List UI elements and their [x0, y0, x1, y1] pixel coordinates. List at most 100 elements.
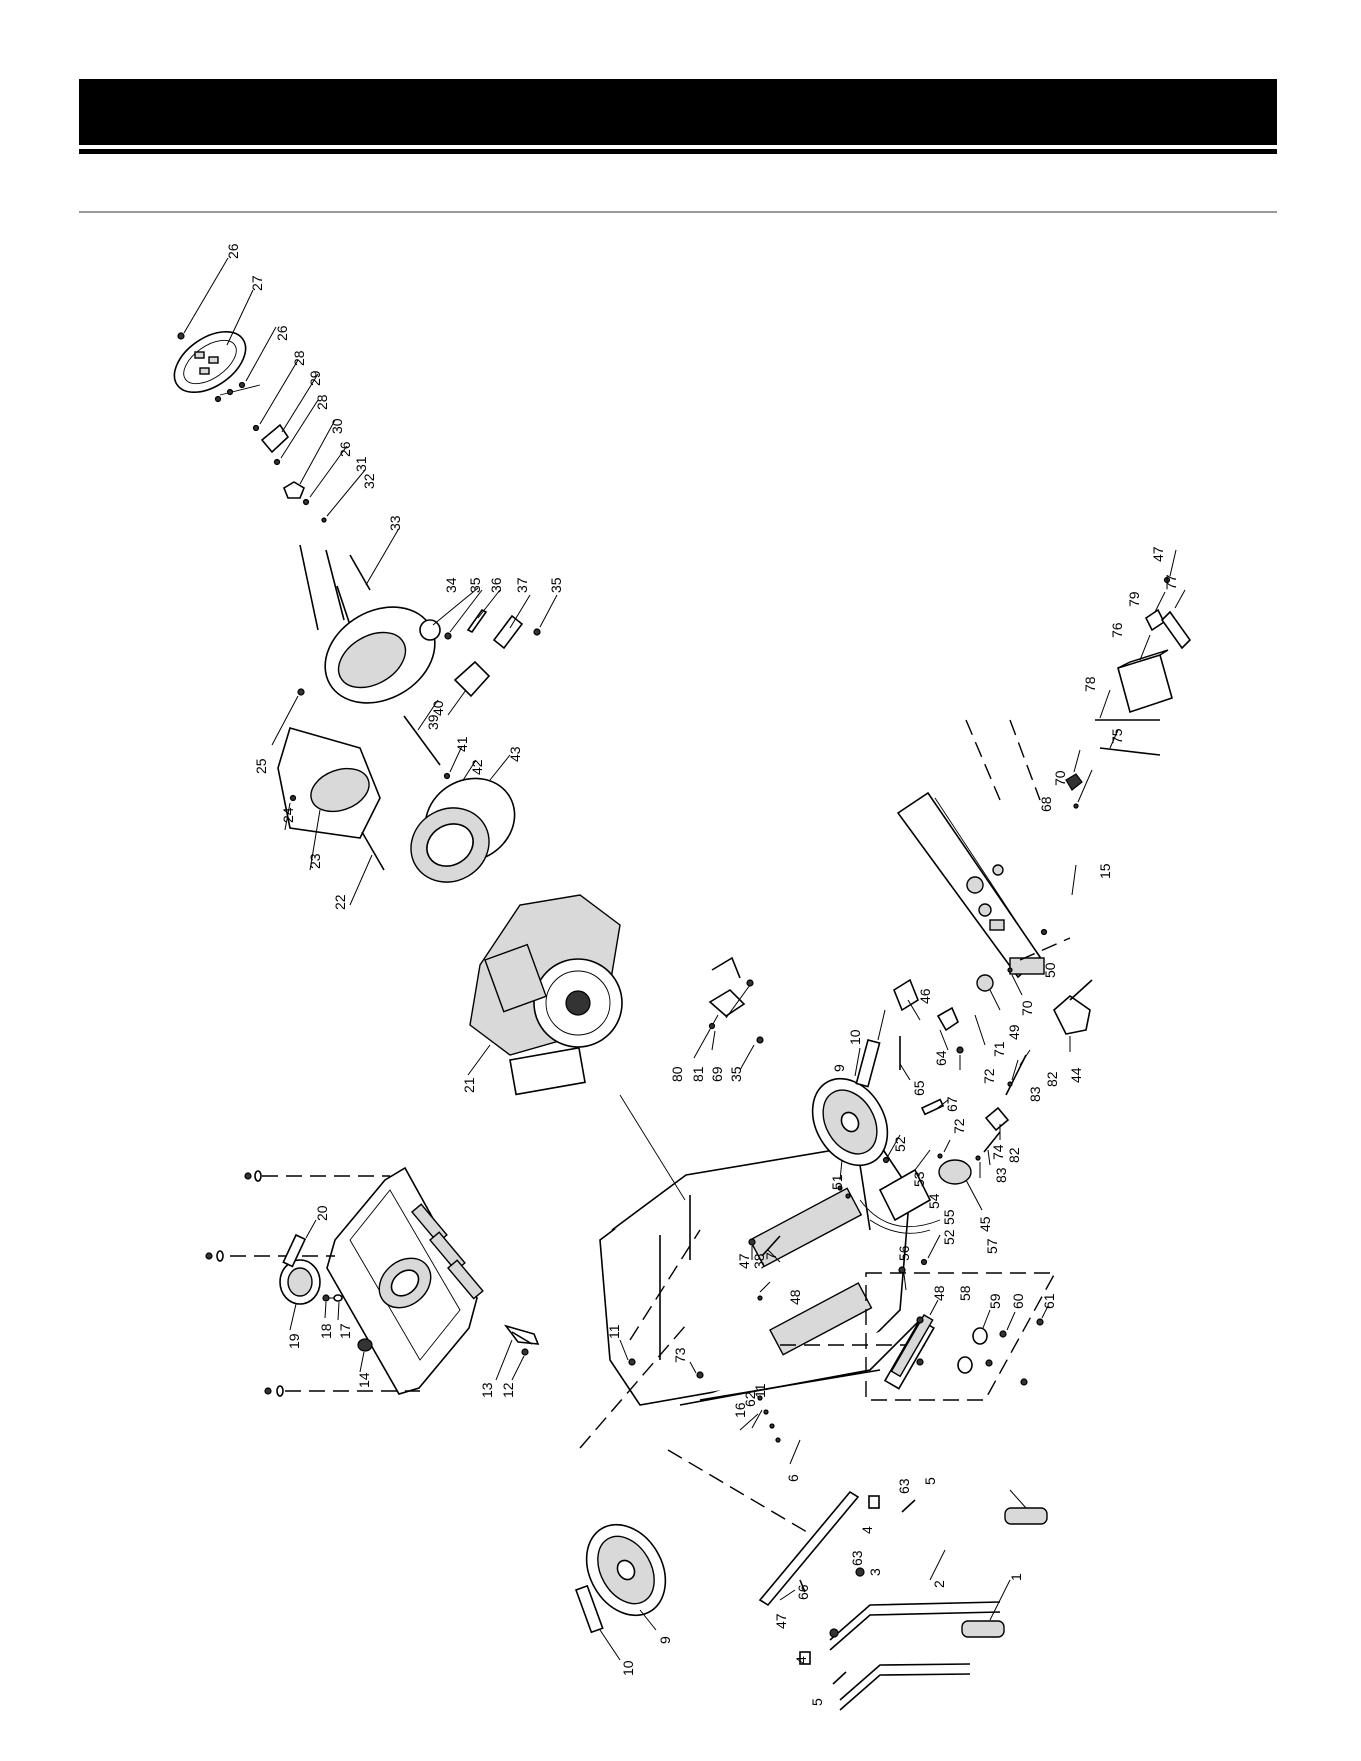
label-45: 45	[977, 1216, 993, 1232]
label-15: 15	[1097, 863, 1113, 879]
label-44: 44	[1068, 1067, 1084, 1083]
label-48b: 48	[787, 1289, 803, 1305]
label-1: 1	[1008, 1573, 1024, 1581]
label-66: 66	[795, 1584, 811, 1600]
label-26b: 26	[274, 325, 290, 341]
label-37: 37	[514, 577, 530, 593]
label-10a: 10	[847, 1029, 863, 1045]
label-5b: 5	[809, 1698, 825, 1706]
frame	[600, 1143, 925, 1464]
label-76: 76	[1109, 622, 1125, 638]
label-36: 36	[488, 577, 504, 593]
label-42: 42	[469, 759, 485, 775]
label-47a: 47	[1150, 546, 1166, 562]
label-69: 69	[709, 1066, 725, 1082]
label-52a: 52	[892, 1136, 908, 1152]
label-10b: 10	[620, 1660, 636, 1676]
label-48a: 48	[931, 1285, 947, 1301]
label-70a: 70	[1052, 770, 1068, 786]
label-81: 81	[690, 1066, 706, 1082]
label-51: 51	[829, 1174, 845, 1190]
label-40: 40	[430, 700, 446, 716]
label-82b: 82	[1006, 1147, 1022, 1163]
label-77: 77	[1163, 574, 1179, 590]
label-19: 19	[286, 1333, 302, 1349]
engine	[468, 895, 622, 1094]
label-52b: 52	[941, 1229, 957, 1245]
label-28b: 28	[314, 394, 330, 410]
label-26a: 26	[225, 243, 241, 259]
label-28a: 28	[291, 350, 307, 366]
label-41: 41	[454, 736, 470, 752]
label-54: 54	[926, 1193, 942, 1209]
label-9b: 9	[657, 1636, 673, 1644]
label-32: 32	[361, 473, 377, 489]
label-12: 12	[500, 1382, 516, 1398]
label-72b: 72	[951, 1118, 967, 1134]
label-25: 25	[253, 758, 269, 774]
control-panel	[898, 720, 1076, 977]
label-26c: 26	[337, 441, 353, 457]
label-31: 31	[353, 456, 369, 472]
label-11a: 11	[606, 1324, 622, 1339]
label-57: 57	[984, 1238, 1000, 1254]
label-3: 3	[867, 1568, 883, 1576]
label-72a: 72	[981, 1068, 997, 1084]
label-13: 13	[479, 1382, 495, 1398]
drawing	[163, 258, 1190, 1710]
label-17: 17	[337, 1323, 353, 1339]
label-11b: 11	[752, 1383, 768, 1398]
label-4a: 4	[859, 1526, 875, 1534]
label-35c: 35	[728, 1066, 744, 1082]
label-64: 64	[933, 1050, 949, 1066]
label-27: 27	[249, 275, 265, 291]
label-47b: 47	[736, 1253, 752, 1269]
label-49: 49	[1006, 1024, 1022, 1040]
label-34: 34	[443, 577, 459, 593]
label-73: 73	[672, 1347, 688, 1363]
label-68: 68	[1038, 796, 1054, 812]
label-4b: 4	[793, 1656, 809, 1664]
label-78: 78	[1082, 676, 1098, 692]
label-7: 7	[763, 1252, 779, 1260]
label-74: 74	[990, 1144, 1006, 1160]
label-61: 61	[1041, 1293, 1057, 1309]
label-82a: 82	[1044, 1071, 1060, 1087]
label-80: 80	[669, 1066, 685, 1082]
label-71: 71	[991, 1041, 1007, 1057]
label-9a: 9	[831, 1064, 847, 1072]
label-5a: 5	[922, 1477, 938, 1485]
label-83b: 83	[993, 1167, 1009, 1183]
label-46: 46	[917, 988, 933, 1004]
label-58: 58	[957, 1285, 973, 1301]
stator-rotor	[397, 662, 529, 896]
label-53: 53	[911, 1171, 927, 1187]
label-2: 2	[931, 1580, 947, 1588]
label-35b: 35	[548, 577, 564, 593]
bracket-fasteners	[694, 958, 763, 1070]
label-67: 67	[944, 1096, 960, 1112]
label-63b: 63	[849, 1550, 865, 1566]
label-23: 23	[307, 853, 323, 869]
label-50: 50	[1042, 962, 1058, 978]
label-39: 39	[425, 714, 441, 730]
label-75: 75	[1109, 728, 1125, 744]
label-30: 30	[329, 418, 345, 434]
label-43: 43	[507, 746, 523, 762]
label-60: 60	[1010, 1293, 1026, 1309]
label-55: 55	[941, 1209, 957, 1225]
label-63a: 63	[896, 1478, 912, 1494]
label-6: 6	[785, 1474, 801, 1482]
label-83a: 83	[1027, 1086, 1043, 1102]
fuel-tank	[327, 1168, 483, 1394]
label-22: 22	[332, 894, 348, 910]
label-21: 21	[461, 1077, 477, 1093]
label-14: 14	[356, 1372, 372, 1388]
label-56: 56	[896, 1245, 912, 1261]
label-33: 33	[387, 515, 403, 531]
label-59: 59	[987, 1293, 1003, 1309]
label-35a: 35	[467, 577, 483, 593]
label-65: 65	[911, 1080, 927, 1096]
fuel-valve	[496, 1326, 538, 1380]
